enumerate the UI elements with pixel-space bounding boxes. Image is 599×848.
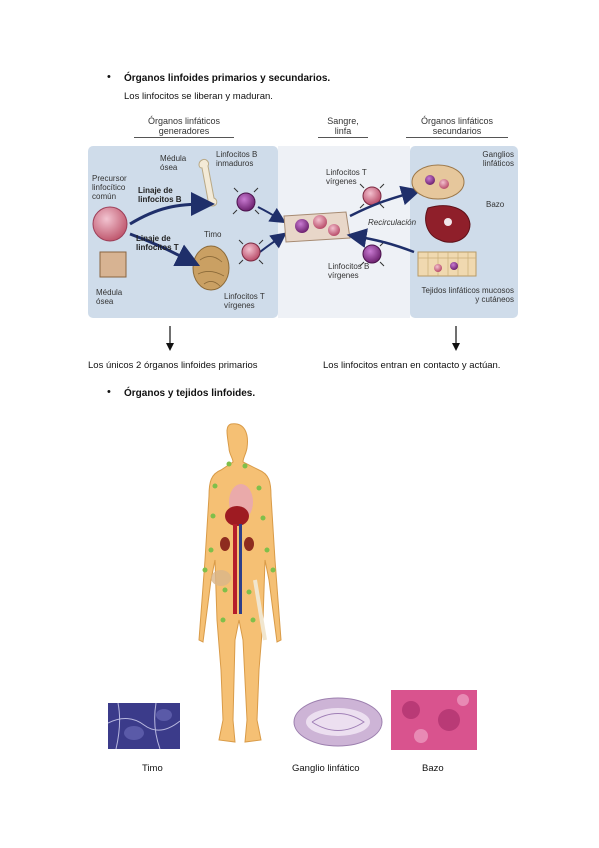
kidney-right [244,537,254,551]
header-generators: Órganos linfáticos generadores [134,116,234,138]
note-primary-organs: Los únicos 2 órganos linfoides primarios [88,360,258,371]
header-secondary: Órganos linfáticos secundarios [406,116,508,138]
recirculation-arrow-out [349,185,422,218]
label-ganglios: Ganglios linfáticos [482,150,514,169]
b-cell-immature [236,192,256,212]
label-timo: Timo [204,230,222,239]
caption-bazo: Bazo [422,763,444,774]
thymus-organ [192,245,230,291]
lymph-node-organ [411,164,465,200]
header-blood: Sangre, linfa [318,116,368,138]
lymphoid-organs-diagram: Órganos linfáticos generadores Sangre, l… [88,112,518,322]
bullet-2: • [107,386,111,398]
ganglio-histology-image [293,697,383,747]
t-cell-naive [241,242,261,262]
precursor-cell [92,206,128,242]
human-body-lymphatic-figure [198,423,282,743]
down-arrow-left [166,326,174,351]
diagram-graphics [88,146,518,318]
label-recirculation: Recirculación [368,218,417,227]
label-medula-osea-bottom: Médula ósea [96,288,123,307]
generators-panel [88,146,278,318]
timo-histology-image [108,703,180,749]
bone-marrow-block [99,251,127,278]
label-precursor: Precursor linfocítico común [92,174,127,202]
label-t-naive-bottom: Linfocitos T vírgenes [224,292,265,311]
label-lineage-b: Linaje de linfocitos B [138,186,182,205]
label-lineage-t: Linaje de linfocitos T [136,234,179,253]
down-arrow-right [452,326,460,351]
label-medula-osea-top: Médula ósea [160,154,187,173]
label-bazo: Bazo [486,200,505,209]
label-tejidos: Tejidos linfáticos mucosos y cutáneos [421,286,514,305]
heart-organ [225,506,249,526]
mucosal-tissue [417,251,477,277]
label-t-naive-top: Linfocitos T vírgenes [326,168,367,187]
note-secondary-organs: Los linfocitos entran en contacto y actú… [323,360,501,371]
label-b-naive: Linfocitos B vírgenes [328,262,370,281]
bullet-1: • [107,71,111,83]
kidney-left [220,537,230,551]
caption-timo: Timo [142,763,163,774]
recirculation-arrow-in [346,228,415,254]
b-cell-blood [362,244,382,264]
arrow-t-lineage [129,232,201,267]
section1-subtitle: Los linfocitos se liberan y maduran. [124,91,273,102]
arrow-b-lineage [129,192,215,226]
lymph-nodes [202,461,276,623]
section1-title: Órganos linfoides primarios y secundario… [124,73,331,84]
bazo-histology-image [391,690,477,750]
intestine [211,570,231,586]
femur-bone [253,579,267,641]
section2-title: Órganos y tejidos linfoides. [124,388,256,399]
label-b-immature: Linfocitos B inmaduros [216,150,258,169]
caption-ganglio: Ganglio linfático [292,763,360,774]
